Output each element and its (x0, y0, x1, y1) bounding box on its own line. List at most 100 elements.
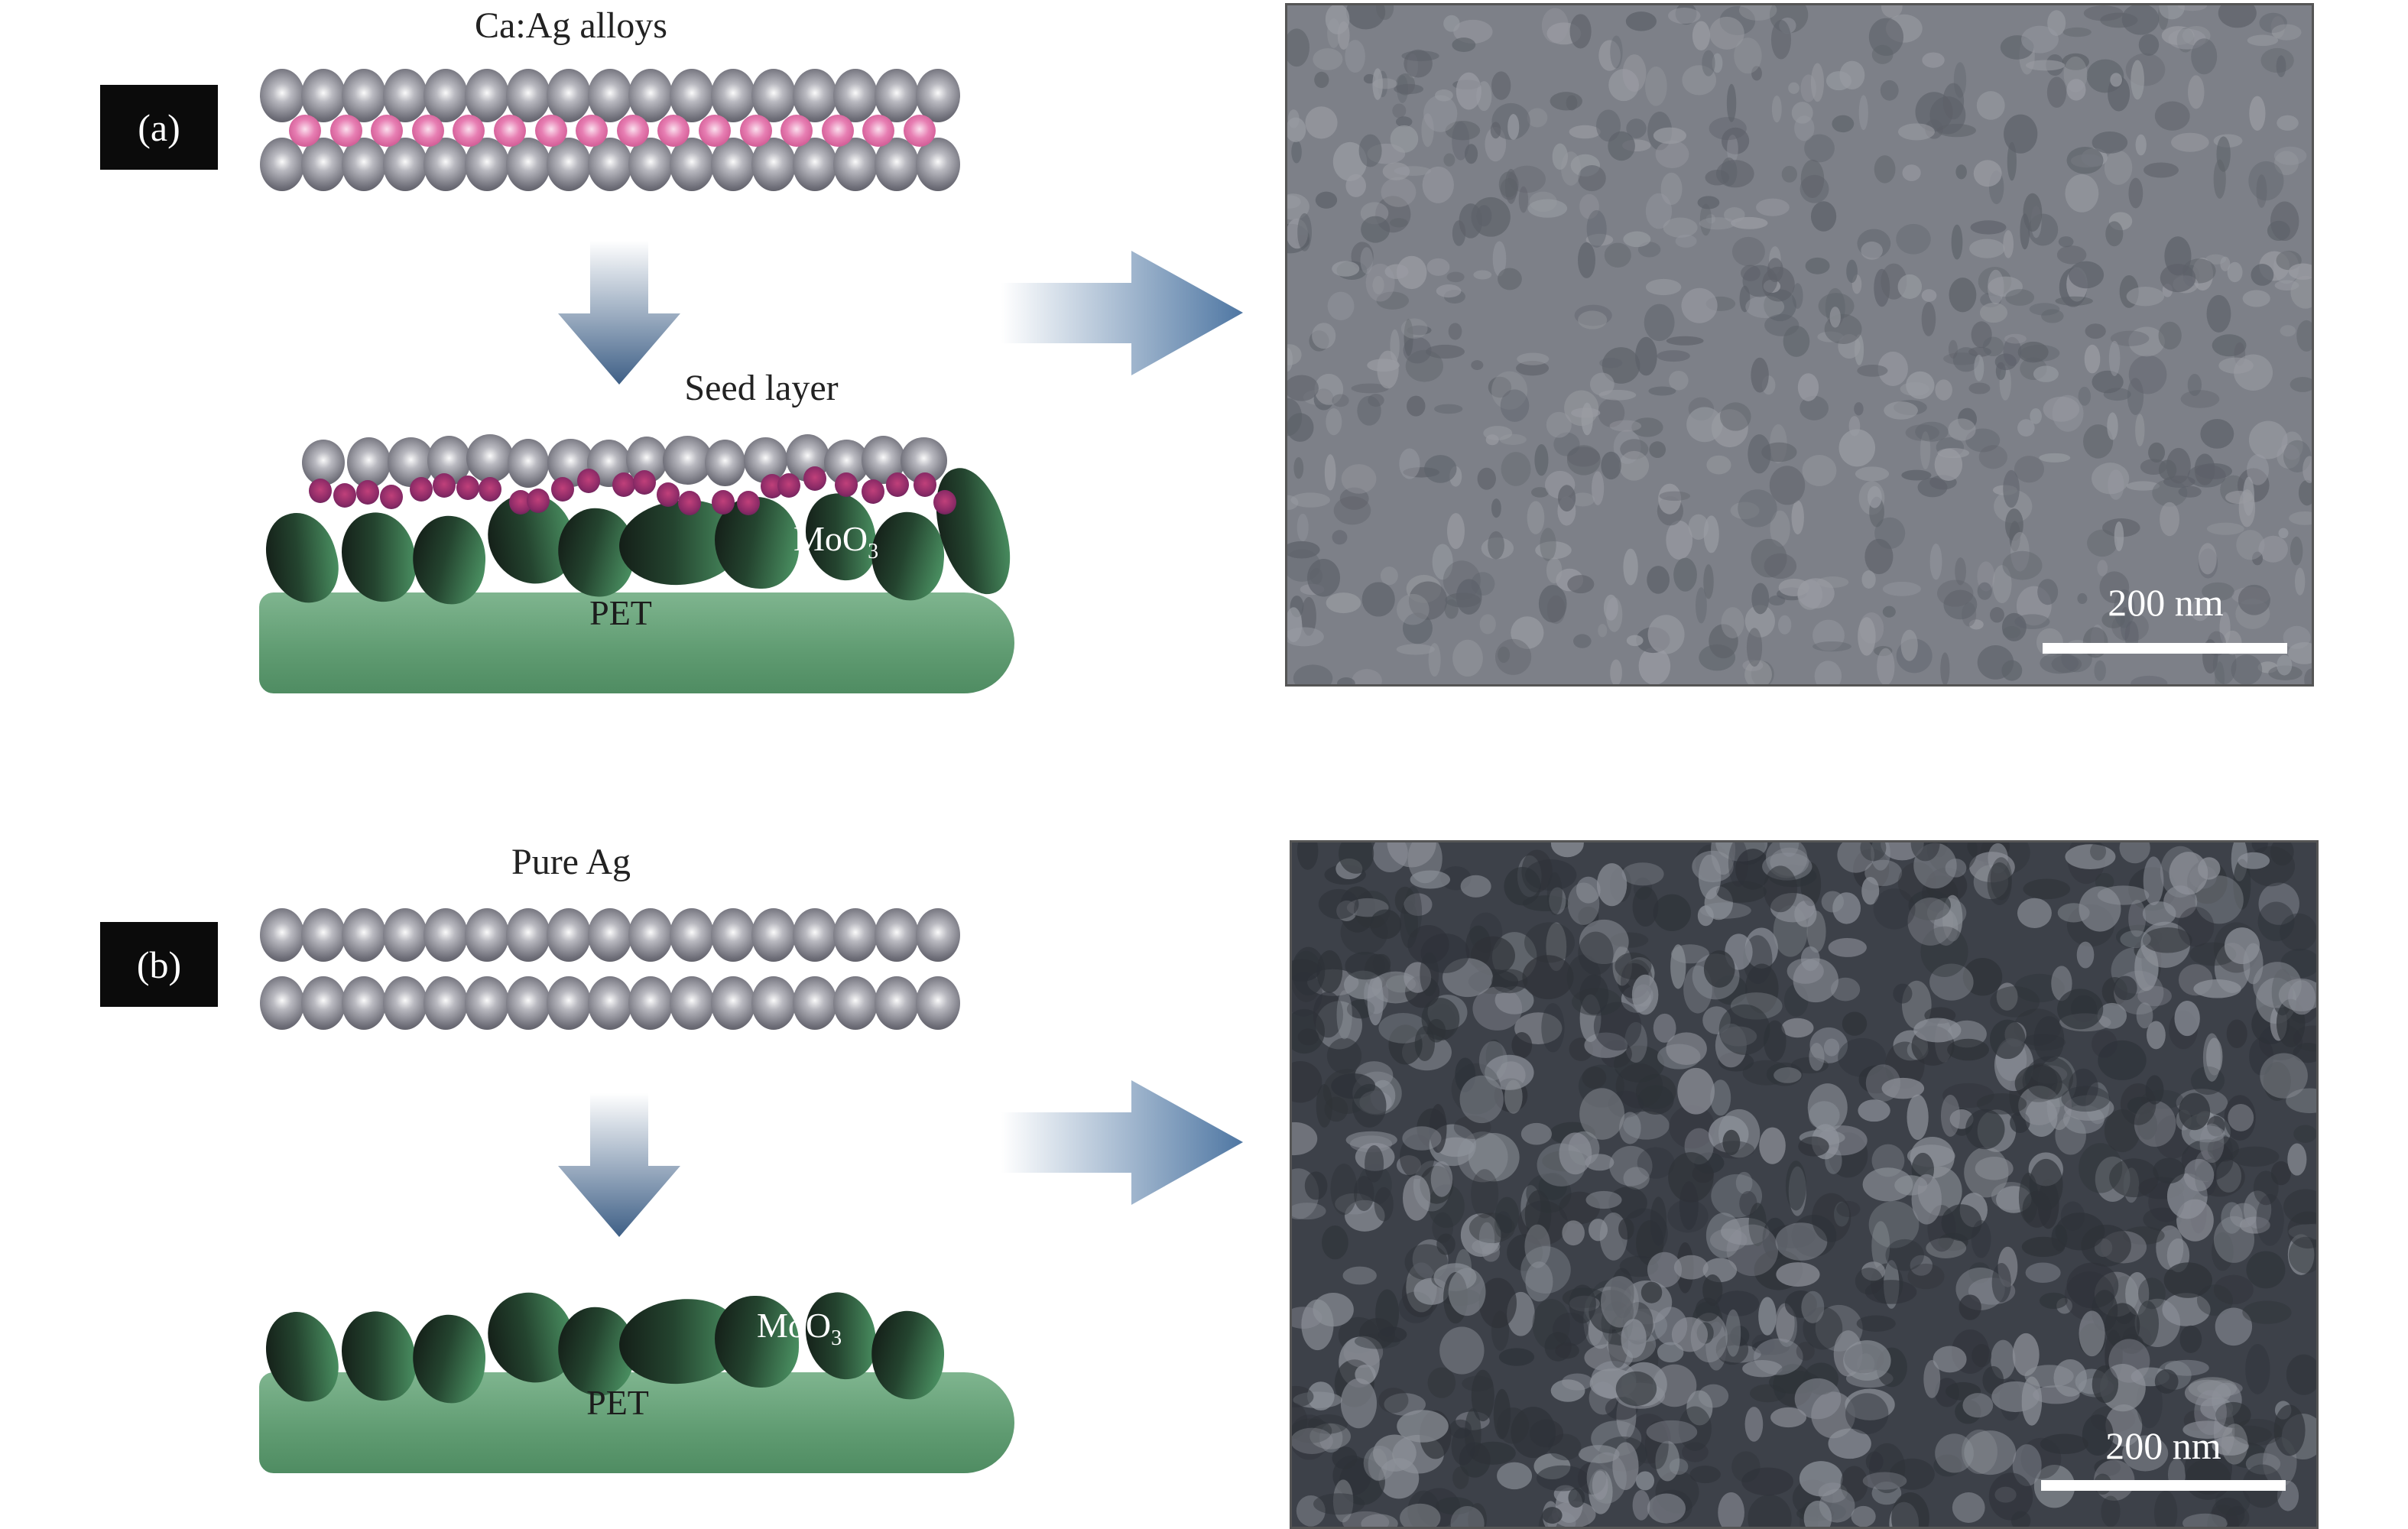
sem-grain (1742, 1060, 1790, 1086)
sem-grain (1788, 82, 1800, 94)
ag-atom (587, 69, 632, 122)
sem-grain (2025, 1056, 2073, 1100)
sem-grain (1468, 1133, 1520, 1182)
sem-grain (1647, 1251, 1683, 1288)
sem-grain (1773, 905, 1808, 957)
sem-grain (2287, 1211, 2316, 1249)
sem-grain (2084, 344, 2101, 374)
sem-grain (2025, 1262, 2061, 1283)
ag-atom (833, 908, 878, 962)
sem-grain (1287, 607, 1303, 643)
sem-grain (1626, 118, 1647, 138)
sem-grain (2079, 1310, 2105, 1357)
sem-grain (1829, 307, 1841, 328)
sem-grain (1969, 239, 2005, 258)
sem-grain (1793, 958, 1838, 1003)
sem-grain (2131, 675, 2168, 684)
sem-grain (1796, 1342, 1815, 1361)
sem-grain (1657, 350, 1690, 362)
sem-grain (1854, 402, 1864, 416)
sem-grain (1584, 1344, 1634, 1372)
sem-grain (2002, 626, 2021, 638)
sem-grain (2000, 35, 2034, 60)
sem-grain (1806, 911, 1826, 953)
seed-atom (432, 472, 456, 498)
sem-grain (1920, 431, 1931, 469)
seed-atom (478, 476, 501, 502)
sem-grain (2278, 528, 2289, 539)
sem-grain (2158, 459, 2177, 480)
sem-grain (1991, 1381, 2040, 1413)
sem-grain (1443, 153, 1456, 167)
sem-grain (1949, 278, 1977, 313)
sem-grain (1748, 1495, 1792, 1527)
sem-grain (1297, 213, 1312, 252)
sem-grain (1421, 113, 1434, 148)
sem-grain (2213, 1274, 2254, 1305)
sem-grain (1456, 72, 1481, 110)
sem-grain (1566, 95, 1578, 111)
sem-grain (1843, 1340, 1891, 1381)
sem-grain (1287, 627, 1324, 647)
sem-grain (1715, 160, 1754, 188)
sem-grain (1711, 842, 1736, 875)
sem-grain (1609, 420, 1642, 432)
sem-grain (1585, 1190, 1622, 1209)
sem-grain (1460, 875, 1491, 898)
sem-grain (1880, 80, 1899, 101)
sem-grain (1800, 862, 1822, 907)
sem-grain (2055, 296, 2093, 306)
sem-grain (1756, 198, 1790, 216)
sem-grain (2179, 1325, 2202, 1353)
sem-grain (1499, 433, 1527, 445)
sem-grain (1326, 592, 1361, 614)
sem-grain (1404, 893, 1433, 916)
sem-grain (1812, 641, 1851, 652)
seed-atom (612, 472, 635, 497)
sem-grain (1564, 390, 1599, 427)
sem-grain (1681, 287, 1718, 323)
sem-grain (1709, 1228, 1748, 1252)
sem-grain (1542, 1507, 1563, 1524)
sem-grain (1615, 1371, 1657, 1407)
sem-grain (2277, 654, 2293, 676)
ag-atom (260, 69, 304, 122)
right-arrow-a (1001, 251, 1243, 375)
sem-grain (1293, 664, 1333, 684)
sem-grain (1407, 1490, 1440, 1527)
sem-grain (1559, 1191, 1600, 1225)
sem-grain (1498, 268, 1522, 291)
sem-grain (1897, 274, 1923, 300)
sem-grain (1910, 1255, 1933, 1276)
sem-grain (2253, 1170, 2279, 1206)
ag-atom (505, 69, 550, 122)
sem-grain (1593, 1001, 1642, 1051)
sem-grain (2212, 1436, 2249, 1456)
sem-grain (2154, 101, 2190, 131)
sem-grain (2087, 529, 2118, 557)
sem-grain (1550, 92, 1582, 111)
sem-grain (1336, 990, 1352, 1040)
sem-grain (1947, 1038, 1989, 1061)
sem-grain (1971, 321, 1992, 349)
sem-grain (1632, 886, 1659, 927)
panel-a-title: Ca:Ag alloys (475, 5, 667, 46)
sem-grain (2128, 899, 2147, 937)
sem-grain (1314, 373, 1344, 405)
seed-atom (914, 472, 937, 498)
sem-grain (1497, 1462, 1533, 1490)
sem-grain (1877, 351, 1908, 387)
sem-grain (1977, 582, 1992, 600)
sem-grain (1734, 37, 1762, 74)
sem-grain (1601, 1276, 1639, 1328)
sem-grain (1395, 116, 1413, 128)
sem-grain (1921, 289, 1937, 302)
sem-grain (1598, 389, 1637, 401)
sem-grain (1861, 570, 1876, 589)
sem-grain (1845, 1388, 1895, 1420)
sem-grain (1917, 477, 1948, 498)
sem-grain (2005, 289, 2035, 306)
sem-grain (2187, 464, 2226, 488)
sem-grain (1758, 1297, 1777, 1336)
sem-grain (1990, 1019, 2026, 1060)
